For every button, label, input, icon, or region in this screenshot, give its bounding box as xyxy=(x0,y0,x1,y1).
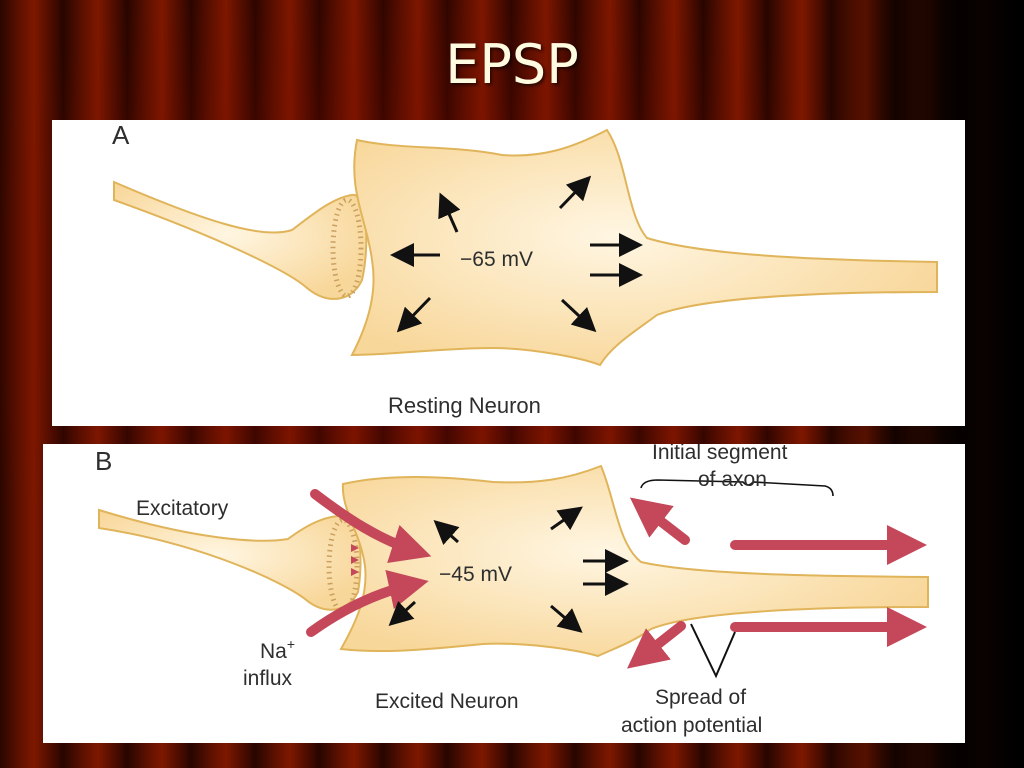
arrow-down-right xyxy=(550,604,583,633)
panel-excited-neuron: B xyxy=(43,444,965,743)
resting-voltage: −65 mV xyxy=(460,248,533,271)
arrow-up-right xyxy=(558,175,592,210)
neuron-body xyxy=(350,128,938,367)
red-arrow-back-up xyxy=(629,497,690,545)
red-arrow-back-down xyxy=(627,621,686,669)
panel-a-letter: A xyxy=(112,120,130,150)
arrow-up-left xyxy=(438,192,461,233)
excited-neuron-caption: Excited Neuron xyxy=(375,690,519,713)
red-arrow-lower-influx xyxy=(306,569,429,637)
neurotransmitter-release xyxy=(351,544,359,576)
arrow-up-left xyxy=(433,519,460,545)
excitatory-label: Excitatory xyxy=(136,497,229,520)
na-symbol: Na xyxy=(260,640,287,663)
influx-arrows xyxy=(306,489,928,669)
initial-segment-bracket xyxy=(640,479,834,497)
panel-b-letter: B xyxy=(95,446,112,476)
red-arrow-upper-influx xyxy=(310,489,432,563)
excited-neuron-diagram: B xyxy=(95,444,929,737)
na-label: Na+ xyxy=(260,636,295,663)
neuron-body xyxy=(339,464,929,658)
resting-neuron-caption: Resting Neuron xyxy=(388,393,541,418)
presynaptic-axon xyxy=(113,180,368,300)
resting-neuron-diagram: A −65 mV Resting Neuron xyxy=(112,120,938,418)
ion-arrows xyxy=(390,175,643,333)
arrow-down-left xyxy=(396,296,432,333)
ion-arrows xyxy=(388,506,629,633)
spread-label-line2: action potential xyxy=(621,714,762,737)
spread-pointer xyxy=(690,623,736,679)
presynaptic-axon xyxy=(98,508,362,611)
slide-title: EPSP xyxy=(445,33,579,96)
axon-label-line1: Initial segment xyxy=(652,444,788,464)
influx-label: influx xyxy=(243,667,293,690)
arrow-down-right xyxy=(560,298,597,333)
excited-voltage: −45 mV xyxy=(439,563,512,586)
panel-resting-neuron: A −65 mV Resting Neuron xyxy=(52,120,965,426)
arrow-up-right xyxy=(550,506,583,531)
arrow-down-left xyxy=(388,600,417,627)
spread-label-line1: Spread of xyxy=(655,686,746,709)
na-superscript: + xyxy=(287,636,295,652)
axon-label-line2: of axon xyxy=(698,468,767,491)
synaptic-terminal-dots xyxy=(330,197,364,299)
